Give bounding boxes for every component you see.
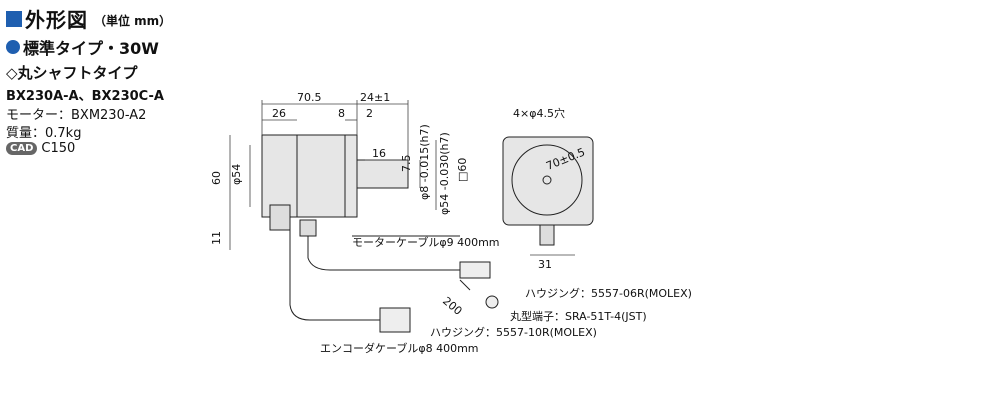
dim-2: 2: [366, 107, 373, 120]
page-title: 外形図: [25, 8, 88, 32]
title-row: 外形図 （単位 mm）: [6, 4, 171, 33]
dim-8: 8: [338, 107, 345, 120]
connector-block: [269, 204, 291, 231]
mass-label: 質量：0.7kg: [6, 126, 82, 141]
dim-phi54: φ54: [230, 164, 243, 185]
housing6-label: ハウジング：5557-06R(MOLEX): [525, 286, 692, 300]
ring-terminal: [485, 295, 499, 309]
encoder-cable-label: エンコーダケーブルφ8 400mm: [320, 341, 479, 355]
dim-11: 11: [210, 231, 223, 245]
connector-6pin: [459, 261, 491, 279]
dim-7-5: 7.5: [400, 155, 413, 173]
dim-200: 200: [440, 294, 464, 317]
motor-label: モーター：BXM230-A2: [6, 108, 147, 123]
blue-square-icon: [6, 10, 22, 27]
dim-31: 31: [538, 258, 552, 271]
connector-10pin: [379, 307, 411, 333]
dim-phi8-h7: φ8 -0.015(h7): [418, 124, 431, 200]
dim-24: 24±1: [360, 91, 390, 104]
dim-60: 60: [210, 171, 223, 185]
dim-70-5: 70.5: [297, 91, 322, 104]
dim-phi54-h7: φ54 -0.030(h7): [438, 132, 451, 215]
type-label: 標準タイプ・30W: [23, 39, 159, 58]
cad-code: C150: [41, 141, 76, 156]
terminal-label: 丸型端子：SRA-51T-4(JST): [510, 309, 647, 323]
dim-holes: 4×φ4.5穴: [513, 106, 565, 120]
type-row: 標準タイプ・30W: [6, 35, 159, 59]
unit-note: （単位 mm）: [94, 14, 172, 28]
cad-badge: CAD: [6, 142, 38, 155]
shaft-center: [542, 175, 552, 185]
cable-gland: [299, 219, 317, 237]
blue-dot-icon: [6, 40, 20, 54]
dim-16: 16: [372, 147, 386, 160]
motor-body: [261, 134, 358, 218]
shaft-label: ◇丸シャフトタイプ: [6, 64, 138, 82]
dim-sq60: □60: [456, 158, 469, 182]
dim-26: 26: [272, 107, 286, 120]
housing10-label: ハウジング：5557-10R(MOLEX): [430, 325, 597, 339]
front-bottom-tab: [539, 224, 555, 246]
motor-cable-label: モーターケーブルφ9 400mm: [352, 235, 500, 249]
model-label: BX230A-A、BX230C-A: [6, 89, 164, 104]
motor-front-circle: [511, 144, 583, 216]
